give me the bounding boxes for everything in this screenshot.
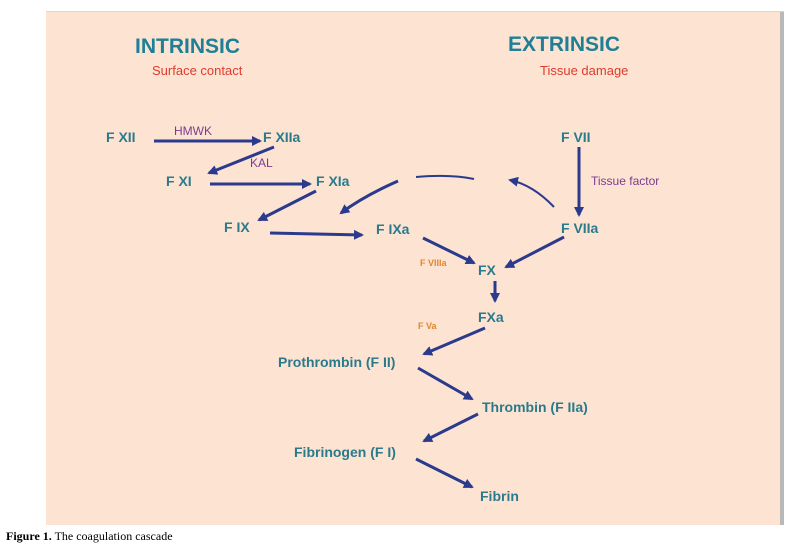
node-fibrin: Fibrin [480,488,519,504]
node-fixa: F IXa [376,221,410,237]
panel-shadow [780,11,784,525]
node-prothrombin: Prothrombin (F II) [278,354,395,370]
coagulation-figure: INTRINSIC Surface contact EXTRINSIC Tiss… [46,11,784,525]
node-fx: FX [478,262,497,278]
node-fxia: F XIa [316,173,350,189]
label-hmwk: HMWK [174,124,212,138]
label-fviiia: F VIIIa [420,258,448,268]
arrow-prothrombin-to-thrombin [417,366,474,401]
label-tissue-factor: Tissue factor [591,174,659,188]
arrow-fxa-to-prothrombin [422,326,486,356]
label-fva: F Va [418,321,438,331]
node-fxii: F XII [106,129,136,145]
intrinsic-heading: INTRINSIC [135,35,240,58]
arrow-fibrinogen-to-fibrin [415,457,474,489]
arrow-thrombin-to-fibrinogen [422,412,479,443]
node-fxi: F XI [166,173,192,189]
node-fibrinogen: Fibrinogen (F I) [294,444,396,460]
arrow-fixa-to-fx [422,236,476,265]
panel-top-border [46,11,784,12]
node-fvii: F VII [561,129,591,145]
arrow-fviia-to-fix-curve [339,179,399,215]
diagram-panel [46,11,780,525]
node-fix: F IX [224,219,250,235]
arrow-fviia-to-fx [504,235,565,269]
arrow-fviia-curve-upper [508,176,555,208]
arrow-tissue-curve-mid [415,174,475,180]
intrinsic-subheading: Surface contact [152,63,243,78]
arrow-fix-to-fixa [269,229,364,240]
node-thrombin: Thrombin (F IIa) [482,399,588,415]
cascade-diagram: INTRINSIC Surface contact EXTRINSIC Tiss… [106,33,659,504]
label-kal: KAL [250,156,273,170]
extrinsic-heading: EXTRINSIC [508,33,620,56]
node-fxiia: F XIIa [263,129,301,145]
extrinsic-subheading: Tissue damage [540,63,628,78]
node-fviia: F VIIa [561,220,599,236]
arrow-fxia-to-fix [257,189,317,222]
caption-label: Figure 1. [6,529,52,543]
figure-caption: Figure 1. The coagulation cascade [6,529,173,544]
caption-text: The coagulation cascade [54,529,173,543]
arrow-fxiia-to-fxi [207,145,275,175]
node-fxa: FXa [478,309,504,325]
